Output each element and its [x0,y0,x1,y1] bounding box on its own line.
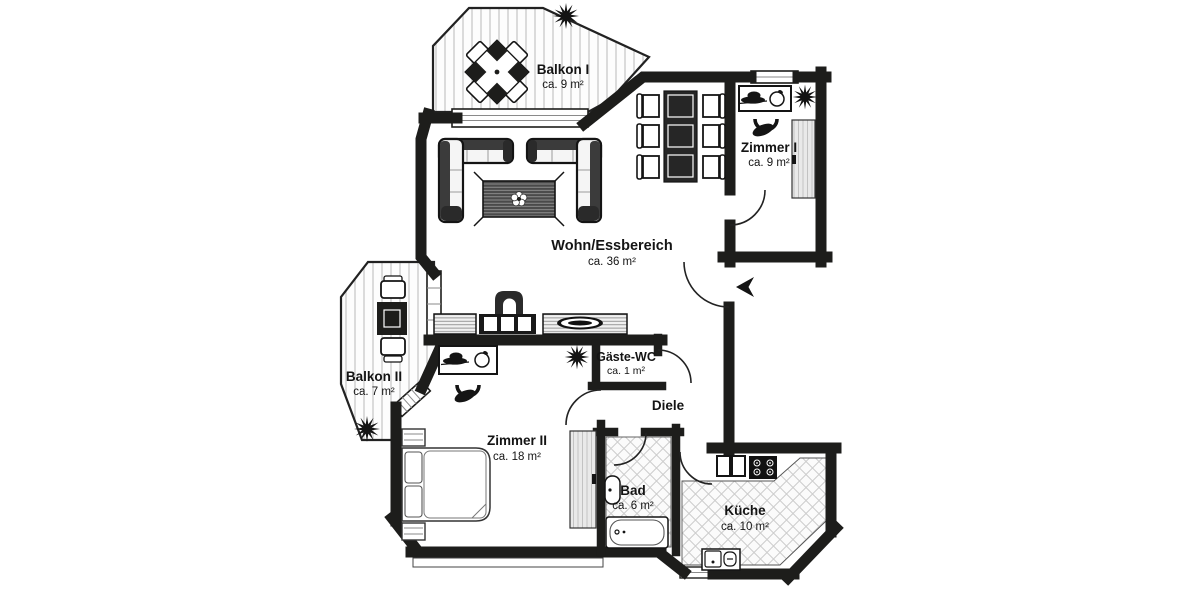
interior-walls [587,333,685,557]
room-area-bad: ca. 6 m² [612,500,654,512]
wc-door-arc [657,349,692,384]
room-label-wohn: Wohn/Essbereich [551,238,672,254]
flower-icon [510,191,528,207]
room-label-balkon2: Balkon II [346,369,402,384]
room-label-zimmer1: Zimmer I [741,140,797,155]
walls [384,66,844,586]
room-area-kueche: ca. 10 m² [721,521,769,533]
dining-chairs [636,93,726,180]
shelf-icon [433,313,477,335]
sofa-group [433,90,726,335]
room-label-diele: Diele [652,398,685,413]
room-label-kueche: Küche [724,503,766,518]
nightstand-icon [401,522,426,541]
dining-table-icon [636,90,726,183]
nightstand-icon [401,428,426,447]
desk-chair-icon [749,117,779,141]
kueche-fixtures [701,455,777,571]
room-area-wohn: ca. 36 m² [588,256,636,268]
chair-icon [380,337,406,356]
room-label-balkon1: Balkon I [537,62,590,77]
window-balkon1 [451,108,589,128]
room-area-zimmer1: ca. 9 m² [748,157,790,169]
wardrobe-icon [569,430,597,529]
zimmer1-furniture [738,84,818,199]
door-arcs [565,189,766,485]
kitchen-sink-icon [701,548,741,571]
bad-fixtures [604,475,669,549]
bowl-icon [557,316,603,330]
counter-icon [731,455,746,477]
zimmer2-door-arc [565,389,602,426]
entrance-arrow-icon [736,277,754,297]
balkon1-umbrella-table [464,39,530,105]
stove-icon [749,456,777,479]
room-area-zimmer2: ca. 18 m² [493,451,541,463]
balkon2-furniture [354,275,407,442]
room-label-zimmer2: Zimmer II [487,433,547,448]
exterior-walls [384,66,844,586]
room-label-gaeste-wc: Gäste-WC [596,350,656,364]
sink-icon [604,475,621,505]
coffee-table-icon [473,171,565,227]
bad-door-arc [613,432,647,466]
desk-icon [738,85,792,112]
sideboard-row [433,291,628,335]
room-area-balkon2: ca. 7 m² [353,386,395,398]
room-labels: Balkon I ca. 9 m² Zimmer I ca. 9 m² Wohn… [346,62,797,533]
sofa-right-icon [525,137,603,224]
entrance-door-arc [683,261,730,308]
bathtub-icon [605,516,669,549]
counter-icon [716,455,731,477]
kueche-door-arc [679,451,713,485]
sofa-left-icon [437,137,515,224]
plant-icon [564,344,590,370]
bed-icon [401,428,491,541]
desk-chair-icon [451,383,481,407]
zimmer1-door-arc [729,189,766,226]
plant-icon [792,84,818,110]
balcony-table-icon [377,302,407,335]
room-area-gaeste-wc: ca. 1 m² [607,365,645,377]
room-label-bad: Bad [620,483,646,498]
sill-zimmer2 [412,557,604,568]
zimmer2-furniture [401,344,597,541]
chair-icon [380,280,406,299]
room-area-balkon1: ca. 9 m² [542,79,584,91]
